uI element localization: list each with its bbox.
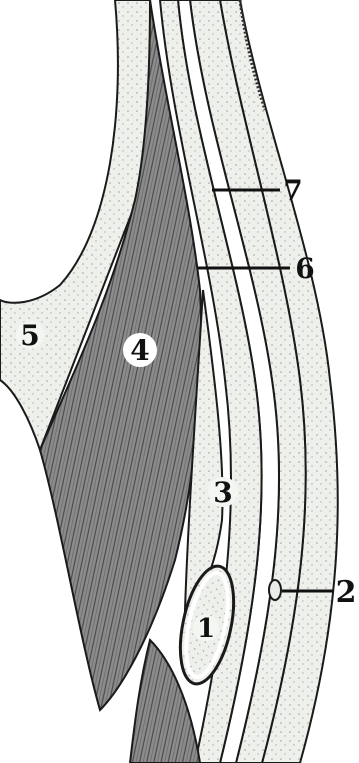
- label-5: 5: [20, 319, 39, 352]
- label-4: 4: [130, 334, 149, 367]
- label-2: 2: [336, 575, 357, 610]
- label-6: 6: [295, 252, 314, 285]
- label-3: 3: [213, 476, 232, 509]
- label-1: 1: [197, 614, 215, 644]
- label-7: 7: [283, 174, 302, 207]
- structure-2-vessel: [269, 580, 281, 600]
